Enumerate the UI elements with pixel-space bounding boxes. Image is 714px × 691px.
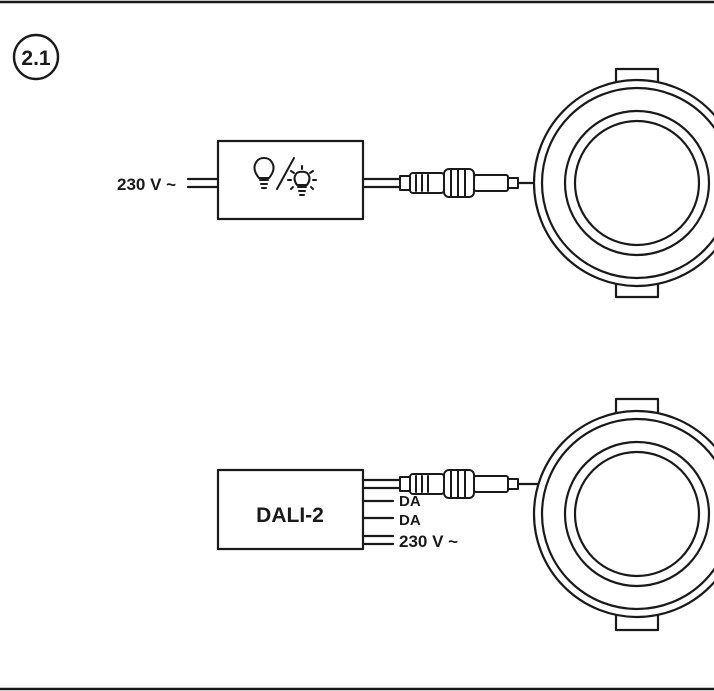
terminal-label-mains: 230 V ~ [399, 532, 458, 551]
lightbulb-switch-icon [253, 157, 317, 196]
round-downlight-icon [532, 67, 714, 299]
round-downlight-icon [532, 397, 714, 632]
bottom-diagram: DALI-2 DA DA 230 V ~ [216, 397, 714, 632]
step-badge-circle [12, 33, 60, 81]
dali-device-label: DALI-2 [256, 504, 324, 527]
step-badge-label: 2.1 [21, 47, 51, 70]
terminal-label-da1: DA [399, 493, 421, 510]
top-diagram: 230 V ~ [117, 67, 714, 299]
terminal-label-da2: DA [399, 512, 421, 529]
plug-connector-icon [399, 469, 519, 499]
input-voltage-label: 230 V ~ [117, 175, 176, 194]
step-badge: 2.1 [12, 33, 60, 81]
dali-driver-box [216, 468, 365, 551]
plug-connector-icon [399, 168, 519, 198]
